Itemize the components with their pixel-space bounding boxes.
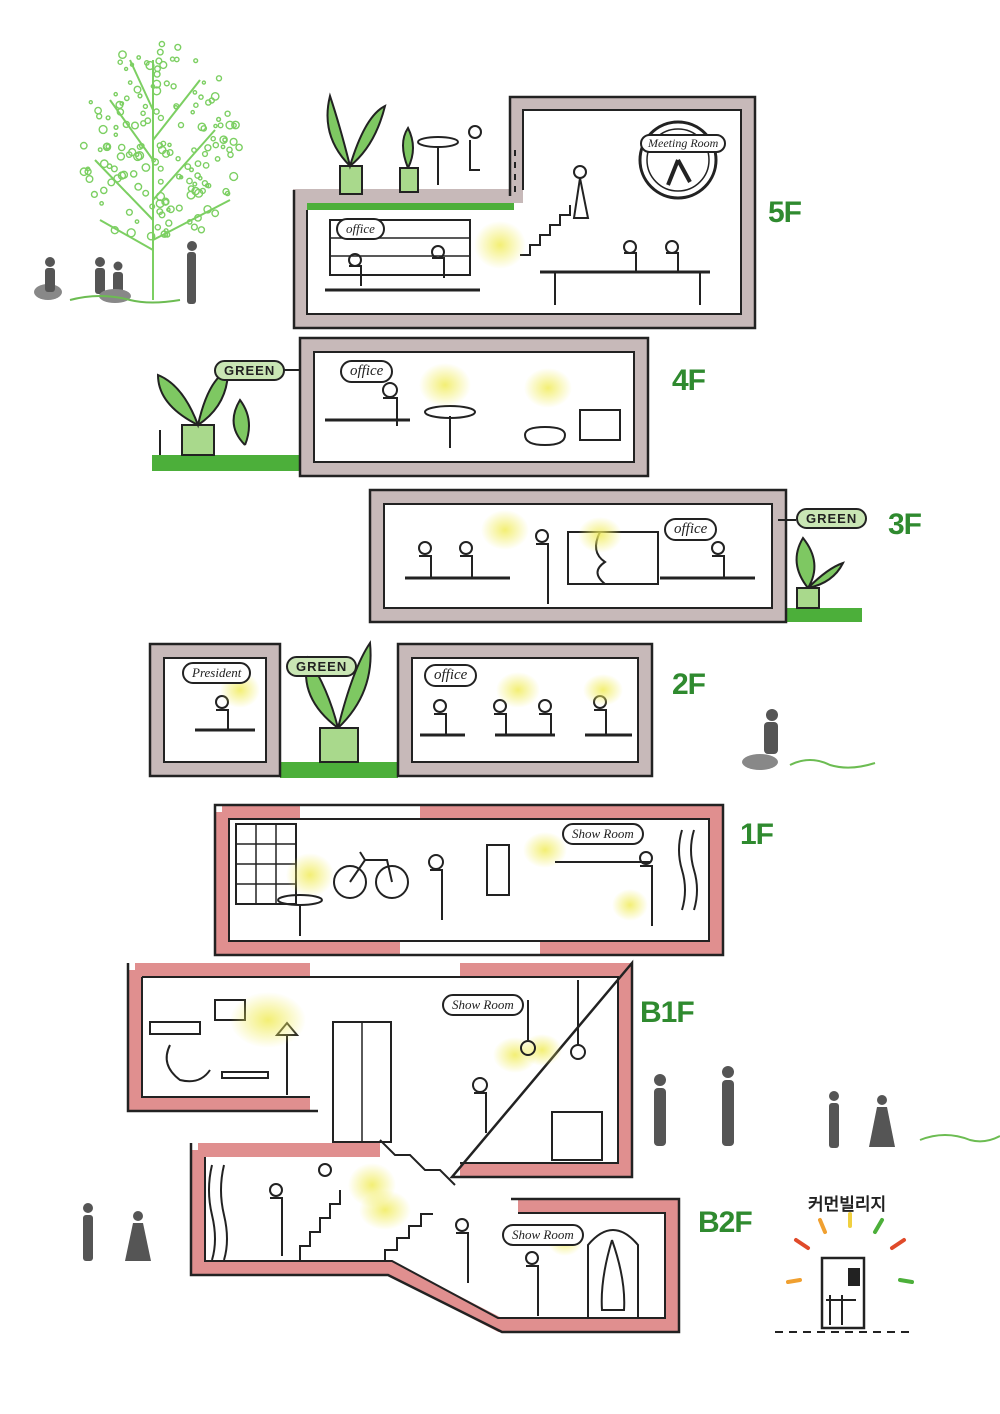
floor-label-b1f: B1F	[640, 996, 695, 1029]
office-label-3f: office	[664, 518, 718, 541]
floor-label-3f: 3F	[888, 508, 922, 541]
tree-icon	[79, 40, 243, 300]
floor-label-5f: 5F	[768, 196, 802, 229]
people-group-right-icon	[654, 1066, 895, 1148]
bicycle-icon	[333, 851, 409, 899]
president-label: President	[182, 662, 252, 684]
floor-1f-section	[213, 803, 725, 957]
logo-text: 커먼빌리지	[808, 1195, 887, 1215]
floor-4f-section	[152, 336, 650, 478]
office-label-5f: office	[336, 218, 385, 240]
floor-label-2f: 2F	[672, 668, 706, 701]
showroom-label-b2f: Show Room	[502, 1224, 584, 1246]
floor-b2f-section	[83, 1139, 681, 1334]
showroom-label-b1f: Show Room	[442, 994, 524, 1016]
green-label-2f: GREEN	[286, 656, 358, 677]
logo-icon	[775, 1212, 914, 1333]
office-label-4f: office	[340, 360, 394, 383]
meeting-room-label: Meeting Room	[640, 134, 727, 153]
floor-5f-section	[292, 92, 757, 330]
grass-icon	[69, 295, 181, 304]
green-label-3f: GREEN	[796, 508, 868, 529]
people-group-icon	[34, 241, 197, 304]
floor-label-1f: 1F	[740, 818, 774, 851]
floor-b1f-section	[126, 959, 1000, 1179]
green-label-4f: GREEN	[214, 360, 286, 381]
floor-3f-section	[368, 488, 862, 624]
showroom-label-1f: Show Room	[562, 823, 644, 845]
floor-label-4f: 4F	[672, 364, 706, 397]
floor-label-b2f: B2F	[698, 1206, 753, 1239]
office-label-2f: office	[424, 664, 478, 687]
floor-2f-section	[148, 640, 876, 778]
people-group-left-icon	[83, 1203, 151, 1261]
